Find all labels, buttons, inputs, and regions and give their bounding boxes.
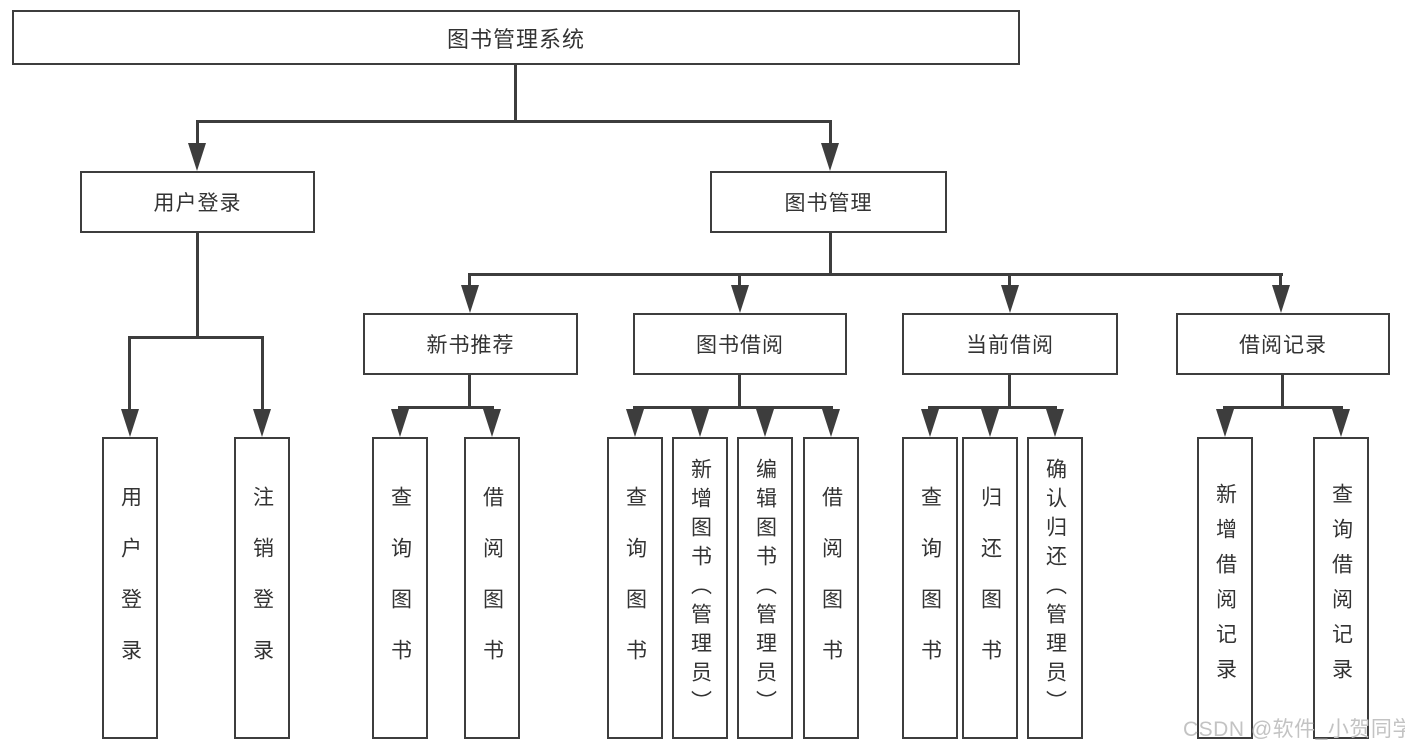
- connector-line: [829, 233, 832, 276]
- node-label: 图书管理系统: [446, 26, 585, 52]
- node-new-book-recommend: 新书推荐: [363, 313, 578, 375]
- node-label: 借阅图书: [480, 486, 504, 690]
- connector-arrow: [1046, 409, 1064, 437]
- node-label: 归还图书: [978, 486, 1002, 690]
- connector-line: [196, 120, 199, 146]
- leaf-query-borrow-record: 查询借阅记录: [1313, 437, 1369, 739]
- node-label: 用户登录: [153, 192, 242, 215]
- connector-arrow: [1001, 285, 1019, 313]
- node-label: 借阅图书: [819, 486, 843, 690]
- node-book-management: 图书管理: [710, 171, 947, 233]
- node-label: 查询图书: [388, 486, 412, 690]
- leaf-return-books: 归还图书: [962, 437, 1018, 739]
- node-label: 编辑图书（管理员）: [753, 457, 777, 719]
- node-label: 图书借阅: [696, 334, 784, 357]
- connector-line: [1008, 273, 1011, 289]
- connector-arrow: [981, 409, 999, 437]
- leaf-user-login: 用户登录: [102, 437, 158, 739]
- connector-arrow: [1216, 409, 1234, 437]
- connector-arrow: [822, 409, 840, 437]
- node-label: 查询借阅记录: [1329, 483, 1353, 693]
- node-label: 新增图书（管理员）: [688, 457, 712, 719]
- connector-line: [468, 273, 1283, 276]
- connector-line: [128, 336, 131, 413]
- connector-line: [928, 406, 1057, 409]
- connector-arrow: [1272, 285, 1290, 313]
- node-label: 用户登录: [118, 486, 142, 690]
- leaf-borrow-books-1: 借阅图书: [464, 437, 520, 739]
- leaf-confirm-return-admin: 确认归还（管理员）: [1027, 437, 1083, 739]
- node-library-management-system: 图书管理系统: [12, 10, 1020, 65]
- connector-arrow: [691, 409, 709, 437]
- connector-arrow: [756, 409, 774, 437]
- watermark: CSDN @软件_小贺同学: [1183, 718, 1405, 741]
- node-label: 新书推荐: [426, 334, 515, 357]
- leaf-add-borrow-record: 新增借阅记录: [1197, 437, 1253, 739]
- node-label: 查询图书: [918, 486, 942, 690]
- connector-arrow: [121, 409, 139, 437]
- connector-line: [738, 273, 741, 289]
- connector-arrow: [253, 409, 271, 437]
- connector-arrow: [188, 143, 206, 171]
- connector-line: [1281, 375, 1284, 408]
- connector-line: [633, 406, 833, 409]
- connector-line: [468, 375, 471, 408]
- leaf-query-books-1: 查询图书: [372, 437, 428, 739]
- connector-line: [1008, 375, 1011, 408]
- node-borrowing-records: 借阅记录: [1176, 313, 1390, 375]
- leaf-query-books-2: 查询图书: [607, 437, 663, 739]
- connector-line: [738, 375, 741, 408]
- leaf-logout: 注销登录: [234, 437, 290, 739]
- connector-arrow: [626, 409, 644, 437]
- leaf-edit-book-admin: 编辑图书（管理员）: [737, 437, 793, 739]
- leaf-query-books-3: 查询图书: [902, 437, 958, 739]
- connector-line: [829, 120, 832, 146]
- node-label: 注销登录: [250, 486, 274, 690]
- connector-arrow: [1332, 409, 1350, 437]
- connector-line: [261, 336, 264, 413]
- connector-arrow: [461, 285, 479, 313]
- node-label: 确认归还（管理员）: [1043, 457, 1067, 719]
- node-label: 新增借阅记录: [1213, 483, 1237, 693]
- node-user-login: 用户登录: [80, 171, 315, 233]
- node-current-borrowing: 当前借阅: [902, 313, 1118, 375]
- connector-arrow: [731, 285, 749, 313]
- node-label: 借阅记录: [1239, 334, 1327, 357]
- connector-line: [514, 65, 517, 122]
- connector-line: [196, 233, 199, 339]
- connector-line: [468, 273, 471, 289]
- node-book-borrowing: 图书借阅: [633, 313, 847, 375]
- connector-line: [196, 120, 832, 123]
- node-label: 图书管理: [784, 192, 873, 215]
- connector-line: [128, 336, 264, 339]
- node-label: 当前借阅: [966, 334, 1054, 357]
- leaf-borrow-books-2: 借阅图书: [803, 437, 859, 739]
- connector-line: [1223, 406, 1343, 409]
- connector-arrow: [921, 409, 939, 437]
- connector-line: [1279, 273, 1282, 289]
- connector-arrow: [821, 143, 839, 171]
- connector-line: [398, 406, 494, 409]
- leaf-add-book-admin: 新增图书（管理员）: [672, 437, 728, 739]
- node-label: 查询图书: [623, 486, 647, 690]
- connector-arrow: [483, 409, 501, 437]
- connector-arrow: [391, 409, 409, 437]
